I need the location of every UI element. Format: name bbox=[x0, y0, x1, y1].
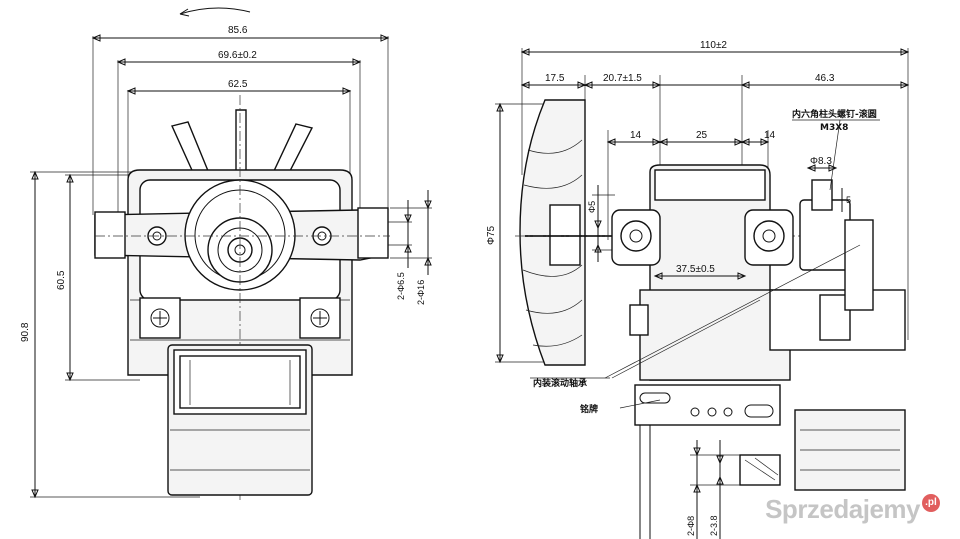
dim-overall-height: 90.8 bbox=[20, 322, 31, 342]
dim-bearing-offset-left: 14 bbox=[630, 130, 642, 141]
dim-mount-height: 60.5 bbox=[56, 270, 67, 290]
watermark-badge: .pl bbox=[922, 493, 940, 512]
note-bearing: 内装滚动轴承 bbox=[533, 377, 587, 389]
watermark: Sprzedajemy .pl bbox=[765, 493, 940, 525]
note-screw: 内六角柱头螺钉-滚圆 bbox=[792, 108, 877, 120]
dim-terminal-step: 5 bbox=[846, 195, 851, 205]
dim-pin-width: 2-3.8 bbox=[709, 515, 719, 536]
dim-hole-diameter: 2-Φ6.5 bbox=[396, 272, 406, 300]
rear-bracket bbox=[639, 289, 791, 381]
watermark-text: Sprzedajemy bbox=[765, 494, 920, 524]
dim-stack-height: 37.5±0.5 bbox=[676, 264, 715, 275]
dim-shaft-diameter: Φ5 bbox=[587, 201, 597, 213]
dim-fan-diameter: Φ75 bbox=[486, 225, 497, 245]
bearing-rear bbox=[753, 220, 785, 252]
dim-bearing-offset-right: 14 bbox=[764, 130, 776, 141]
dim-rear-length: 46.3 bbox=[815, 73, 835, 84]
dim-bearing-spacing: 25 bbox=[696, 130, 708, 141]
dim-fan-width: 17.5 bbox=[545, 73, 565, 84]
dim-terminal-diameter: Φ8.3 bbox=[810, 156, 832, 167]
dim-fan-gap: 20.7±1.5 bbox=[603, 73, 642, 84]
front-view: 85.6 69.6±0.2 62.5 90.8 60.5 2-Φ6.5 2-Φ1… bbox=[20, 7, 432, 500]
dim-overall-length: 110±2 bbox=[700, 40, 727, 51]
dim-mount-pitch: 69.6±0.2 bbox=[218, 50, 257, 61]
dim-pin-diameter: 2-Φ8 bbox=[686, 516, 696, 536]
dim-inner-width: 62.5 bbox=[228, 79, 248, 90]
rotation-arrow-icon bbox=[179, 7, 251, 15]
dim-overall-width: 85.6 bbox=[228, 25, 248, 36]
note-nameplate: 铭牌 bbox=[580, 403, 598, 415]
dim-boss-diameter: 2-Φ16 bbox=[416, 280, 426, 305]
side-view: 110±2 17.5 20.7±1.5 46.3 14 25 14 Φ75 bbox=[486, 40, 910, 539]
bearing-front bbox=[620, 220, 652, 252]
note-screw-spec: M3X8 bbox=[820, 123, 848, 133]
